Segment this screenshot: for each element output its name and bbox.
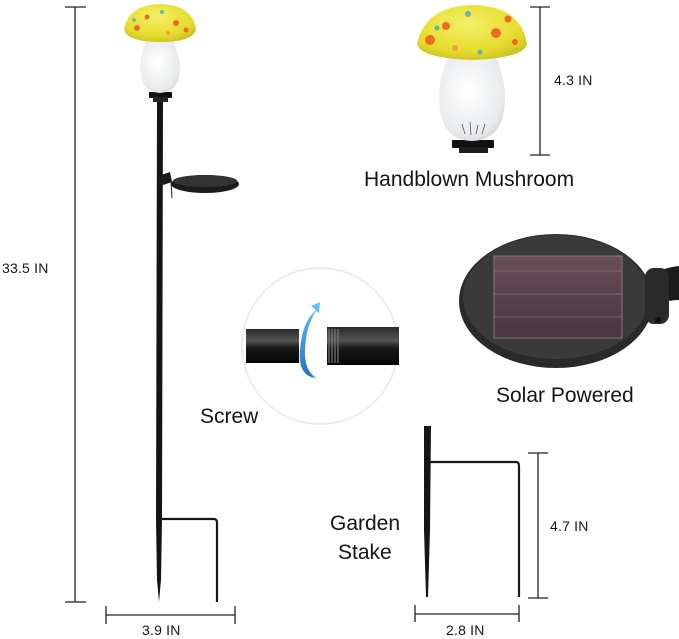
stake-height-dimension-line [528, 452, 548, 599]
handblown-mushroom-caption: Handblown Mushroom [364, 168, 575, 191]
mushroom-closeup-illustration [417, 5, 527, 153]
screw-caption: Screw [200, 405, 259, 428]
solar-panel-illustration [459, 234, 679, 368]
stake-width-dimension-line [414, 605, 520, 622]
stake-width-label: 2.8 IN [446, 622, 485, 638]
garden-stake-illustration [424, 426, 521, 597]
garden-stake-caption-line2: Stake [338, 541, 392, 564]
solar-powered-caption: Solar Powered [496, 384, 634, 407]
width-dimension-line [105, 606, 236, 624]
stake-height-label: 4.7 IN [550, 518, 589, 534]
base-width-label: 3.9 IN [142, 622, 181, 638]
mushroom-height-label: 4.3 IN [554, 72, 593, 88]
full-light-illustration [124, 4, 239, 602]
garden-stake-caption-line1: Garden [330, 512, 401, 535]
overall-height-label: 33.5 IN [2, 260, 49, 276]
mushroom-height-dimension-line [530, 6, 550, 156]
height-dimension-line [65, 6, 86, 603]
screw-illustration [241, 267, 399, 425]
